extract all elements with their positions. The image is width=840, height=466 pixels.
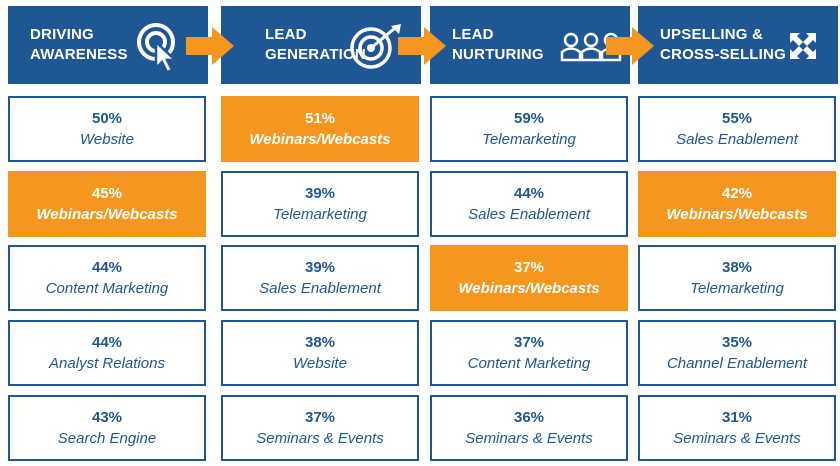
stat-cell-highlight: 51% Webinars/Webcasts	[221, 96, 419, 162]
stat-cell: 44% Sales Enablement	[430, 171, 628, 237]
stat-label: Channel Enablement	[666, 355, 808, 372]
stat-value: 38%	[304, 334, 336, 351]
cursor-target-icon	[137, 23, 179, 74]
stage-header-upselling-cross-selling: UPSELLING & CROSS-SELLING	[638, 6, 838, 84]
stat-cell: 38% Telemarketing	[638, 245, 836, 311]
stat-cell-highlight: 45% Webinars/Webcasts	[8, 171, 206, 237]
stat-label: Telemarketing	[273, 206, 367, 223]
stage-title-line1: LEAD	[452, 26, 494, 43]
stat-label: Sales Enablement	[259, 280, 381, 297]
stat-value: 43%	[91, 409, 123, 426]
stage-title-line2: CROSS-SELLING	[660, 46, 786, 63]
stat-cell: 50% Website	[8, 96, 206, 162]
stat-value: 42%	[721, 185, 753, 202]
stat-label: Sales Enablement	[468, 206, 590, 223]
arrow-right-icon	[398, 27, 446, 65]
stat-label: Content Marketing	[467, 355, 591, 372]
stat-label: Webinars/Webcasts	[249, 131, 391, 148]
stage-header-lead-nurturing: LEAD NURTURING	[430, 6, 630, 84]
stat-cell: 39% Telemarketing	[221, 171, 419, 237]
stat-cell-highlight: 37% Webinars/Webcasts	[430, 245, 628, 311]
stat-label: Seminars & Events	[256, 430, 384, 447]
stage-header-driving-awareness: DRIVING AWARENESS	[8, 6, 208, 84]
stat-cell: 31% Seminars & Events	[638, 395, 836, 461]
stat-value: 39%	[304, 185, 336, 202]
stat-value: 55%	[721, 110, 753, 127]
stat-value: 39%	[304, 259, 336, 276]
stage-title-line2: GENERATION	[265, 46, 366, 63]
stat-label: Telemarketing	[482, 131, 576, 148]
stat-value: 51%	[304, 110, 336, 127]
stat-label: Telemarketing	[690, 280, 784, 297]
stat-cell: 37% Content Marketing	[430, 320, 628, 386]
stat-value: 35%	[721, 334, 753, 351]
stat-value: 37%	[513, 259, 545, 276]
stat-label: Seminars & Events	[673, 430, 801, 447]
stage-title-line1: DRIVING	[30, 26, 94, 43]
stat-value: 37%	[304, 409, 336, 426]
stat-label: Sales Enablement	[676, 131, 798, 148]
arrow-right-icon	[186, 27, 234, 65]
expand-arrows-icon	[790, 33, 816, 59]
stat-cell: 36% Seminars & Events	[430, 395, 628, 461]
stat-cell: 37% Seminars & Events	[221, 395, 419, 461]
stat-value: 50%	[91, 110, 123, 127]
stat-cell-highlight: 42% Webinars/Webcasts	[638, 171, 836, 237]
stat-label: Webinars/Webcasts	[458, 280, 600, 297]
target-dart-icon	[350, 24, 401, 69]
stat-value: 44%	[91, 334, 123, 351]
stat-label: Seminars & Events	[465, 430, 593, 447]
stage-title-line1: LEAD	[265, 26, 307, 43]
stat-cell: 44% Content Marketing	[8, 245, 206, 311]
stat-cell: 35% Channel Enablement	[638, 320, 836, 386]
stat-cell: 44% Analyst Relations	[8, 320, 206, 386]
stat-value: 59%	[513, 110, 545, 127]
stat-value: 45%	[91, 185, 123, 202]
stat-value: 31%	[721, 409, 753, 426]
stat-cell: 39% Sales Enablement	[221, 245, 419, 311]
stat-value: 44%	[91, 259, 123, 276]
stat-label: Website	[293, 355, 347, 372]
stat-value: 36%	[513, 409, 545, 426]
stat-cell: 38% Website	[221, 320, 419, 386]
stage-header-lead-generation: LEAD GENERATION	[221, 6, 421, 84]
stat-label: Content Marketing	[45, 280, 169, 297]
stat-label: Webinars/Webcasts	[666, 206, 808, 223]
stage-title-line2: AWARENESS	[30, 46, 128, 63]
arrow-right-icon	[606, 27, 654, 65]
stat-label: Website	[80, 131, 134, 148]
stat-cell: 59% Telemarketing	[430, 96, 628, 162]
stage-title-line2: NURTURING	[452, 46, 544, 63]
stat-cell: 55% Sales Enablement	[638, 96, 836, 162]
stat-value: 37%	[513, 334, 545, 351]
stat-label: Analyst Relations	[49, 355, 165, 372]
stat-label: Webinars/Webcasts	[36, 206, 178, 223]
stat-value: 44%	[513, 185, 545, 202]
stage-title-line1: UPSELLING &	[660, 26, 764, 43]
stat-value: 38%	[721, 259, 753, 276]
stat-cell: 43% Search Engine	[8, 395, 206, 461]
stat-label: Search Engine	[57, 430, 157, 447]
